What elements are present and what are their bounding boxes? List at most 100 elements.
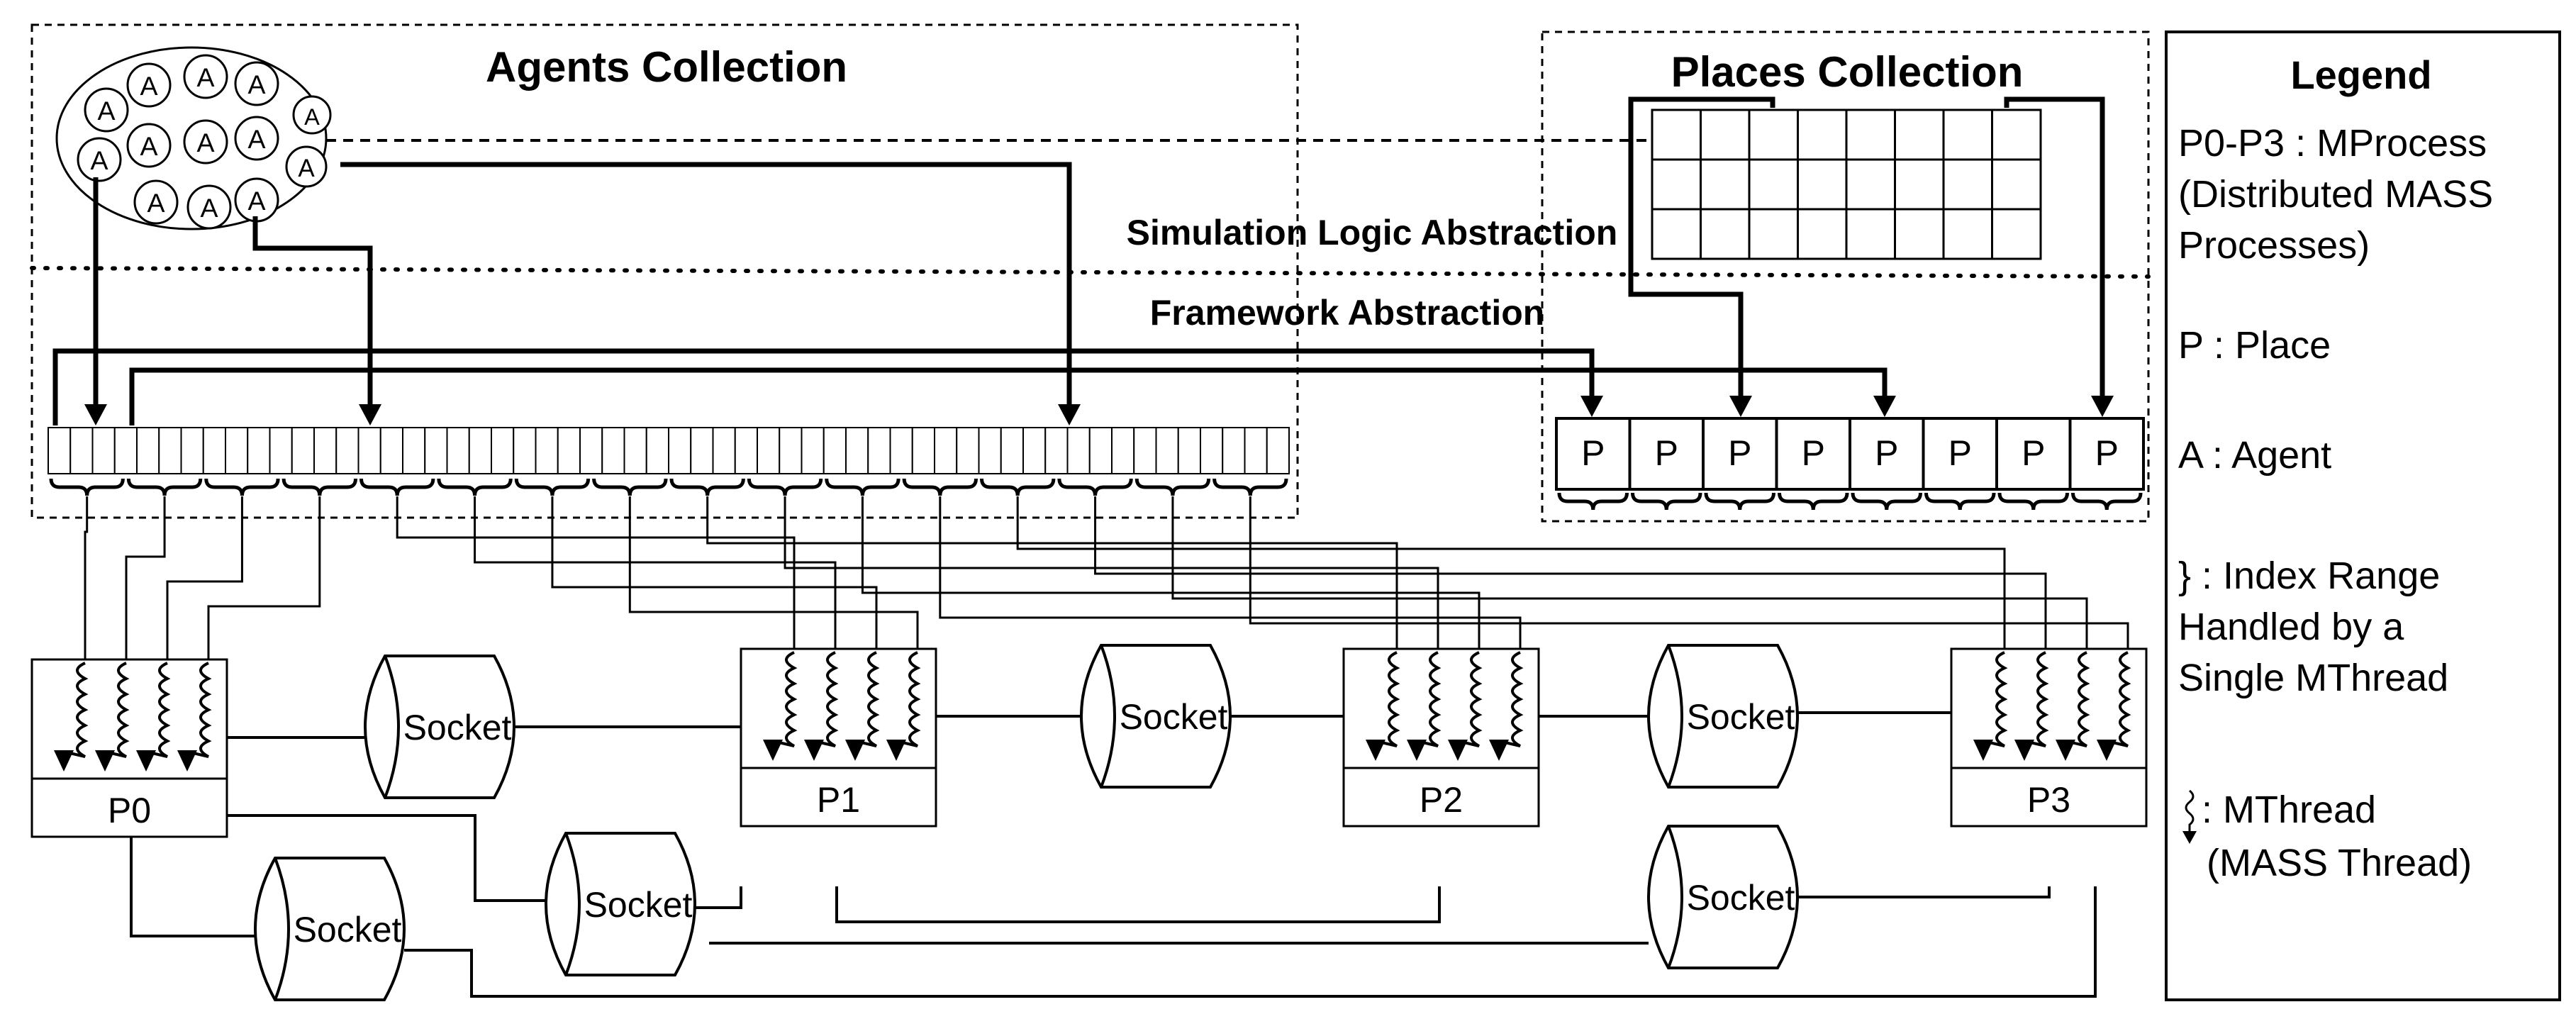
arrowhead: [1058, 404, 1081, 425]
thread-wires: [84, 496, 2129, 663]
socket-rim: [274, 857, 290, 1001]
grid-cell: [1991, 158, 2042, 211]
agent-slot: [225, 427, 249, 474]
agent-12: A: [186, 184, 232, 230]
mthread-arrowhead: [2014, 740, 2034, 761]
agent-slot: [113, 427, 138, 474]
process-box: [1342, 647, 1540, 828]
socket-body: [545, 832, 696, 976]
agent-slot: [180, 427, 204, 474]
agent-slot: [601, 427, 625, 474]
grid-cell: [1991, 208, 2042, 260]
index-brace: [902, 478, 978, 496]
index-brace: [126, 478, 203, 496]
agent-circle: [292, 95, 332, 135]
agent-1: A: [84, 87, 129, 133]
agent-slot: [1200, 427, 1224, 474]
index-brace: [514, 478, 591, 496]
legend-title: Legend: [2290, 52, 2431, 97]
grid-cell: [1651, 108, 1702, 161]
grid-cell: [1651, 158, 1702, 211]
socket-label: Socket: [1120, 697, 1228, 737]
places-grid: [1651, 108, 2042, 260]
agent-circle: [183, 119, 228, 165]
place-label: P: [1802, 433, 1825, 473]
mthread-wave: [2024, 651, 2049, 747]
index-brace: [1557, 492, 1629, 511]
agent-slot: [823, 427, 847, 474]
mthread-arrowhead: [54, 750, 74, 772]
agent-label: A: [196, 128, 214, 157]
agent-slot: [357, 427, 381, 474]
agent-slot: [956, 427, 980, 474]
agent-label: A: [140, 131, 157, 161]
agent-slot: [1155, 427, 1179, 474]
mthread-arrowhead: [1489, 740, 1509, 761]
agent-circle: [77, 137, 122, 182]
agent-6: A: [77, 137, 122, 182]
socket-2: Socket: [1080, 644, 1232, 789]
agent-slot: [1088, 427, 1113, 474]
agent-label: A: [147, 188, 165, 218]
agent-slot: [424, 427, 448, 474]
index-brace: [980, 478, 1056, 496]
mthread-wave: [772, 651, 798, 747]
mthread-arrowhead: [136, 750, 156, 772]
agent-13: A: [234, 177, 279, 223]
process-box: [30, 658, 228, 838]
mthread-wave: [896, 651, 921, 747]
agent-slot: [48, 427, 72, 474]
index-brace: [1704, 492, 1775, 511]
place-label: P: [1655, 433, 1678, 473]
place-label: P: [2022, 433, 2045, 473]
arrowhead: [359, 404, 381, 425]
agent-slot: [757, 427, 781, 474]
agent-slot: [1111, 427, 1135, 474]
agent-slot: [468, 427, 492, 474]
agent-slot: [1222, 427, 1246, 474]
legend-line-1: P0-P3 : MProcess: [2178, 122, 2487, 165]
place-cell: P: [1628, 417, 1705, 491]
agent-slot: [779, 427, 803, 474]
socket-rim: [1667, 645, 1683, 788]
thread-wire: [207, 496, 321, 663]
agent-8: A: [183, 119, 228, 165]
mthread-arrowhead: [763, 740, 783, 761]
agent-slot: [579, 427, 603, 474]
grid-cell: [1748, 158, 1799, 211]
agent-slot: [402, 427, 426, 474]
process-p3: P3: [1950, 647, 2148, 828]
agent-slot: [379, 427, 403, 474]
socket-link: [1797, 886, 2051, 898]
agent-2: A: [126, 62, 172, 108]
mthread-arrowhead: [1366, 740, 1385, 761]
process-p0: P0: [30, 658, 228, 838]
socket-rim: [1100, 645, 1116, 788]
connector-line: [340, 162, 1072, 404]
process-label: P2: [1420, 780, 1463, 820]
mthread-arrowhead: [804, 740, 824, 761]
legend-line-5: A : Agent: [2178, 434, 2331, 477]
socket-link: [130, 837, 255, 937]
index-brace: [204, 478, 280, 496]
agent-slot: [557, 427, 581, 474]
socket-link: [695, 886, 742, 909]
index-brace: [825, 478, 901, 496]
agent-slot: [645, 427, 669, 474]
mthread-wave: [145, 662, 171, 758]
arrowheads: [84, 396, 2114, 425]
agent-slot: [734, 427, 758, 474]
connector-line: [129, 367, 1888, 425]
agent-circle: [234, 61, 279, 106]
socket-body: [1647, 825, 1799, 969]
thread-wire: [396, 496, 796, 652]
place-label: P: [1581, 433, 1605, 473]
socket-body: [254, 857, 406, 1001]
thread-wire: [939, 496, 1522, 652]
mthread-wave: [186, 662, 212, 758]
mthread-wave: [2065, 651, 2090, 747]
index-brace: [1134, 478, 1211, 496]
mthread-wave: [1375, 651, 1400, 747]
connector-line: [1628, 96, 1775, 397]
